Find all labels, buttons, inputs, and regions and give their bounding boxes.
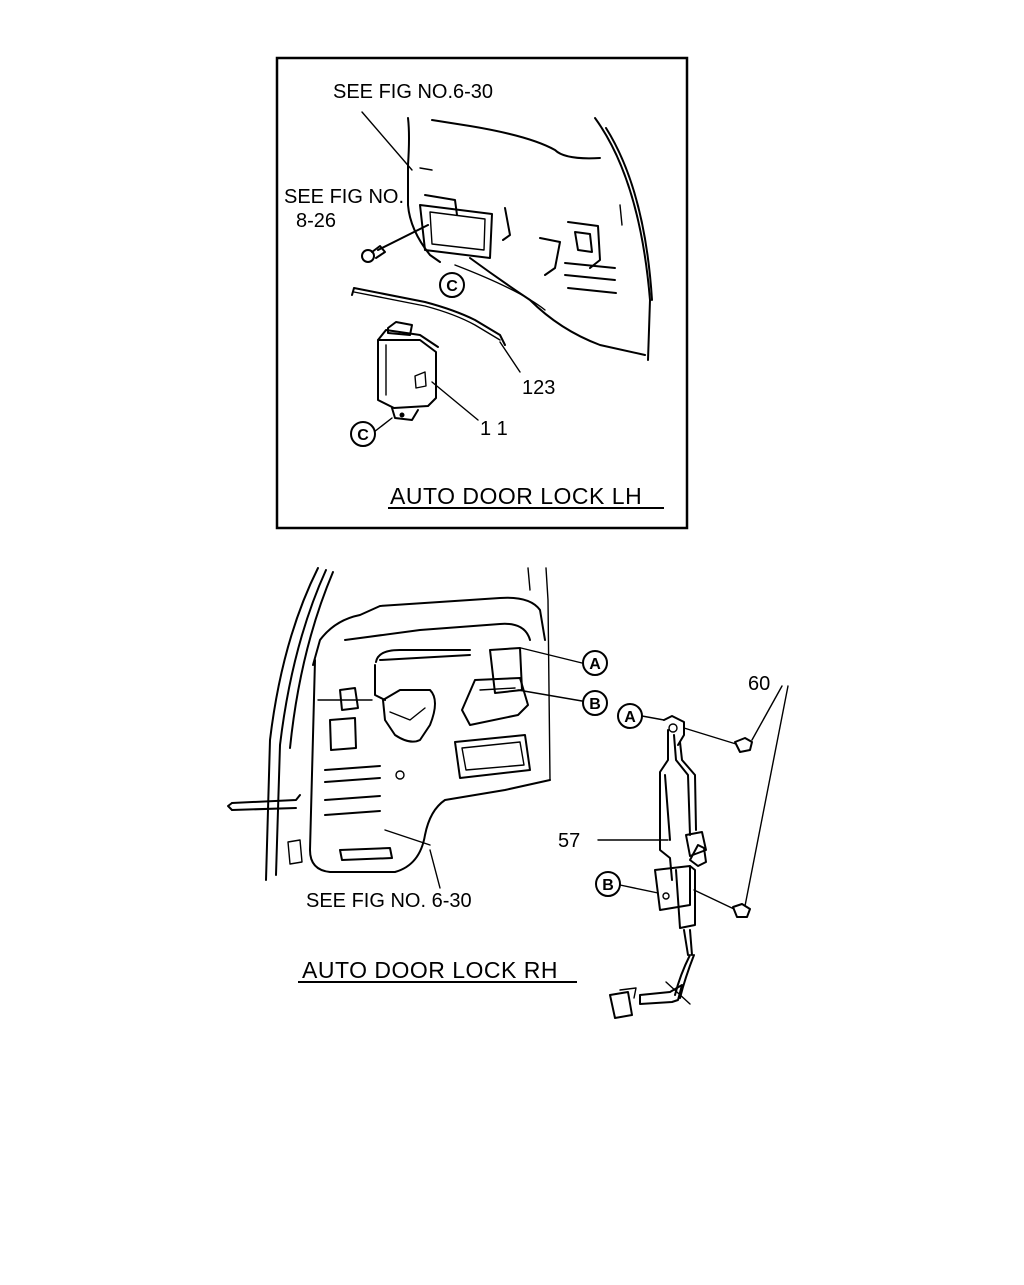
rh-section: A B [227, 567, 789, 1019]
rh-part-57-label: 57 [558, 830, 580, 852]
lh-rod-123 [351, 287, 506, 346]
lh-screw-icon [361, 224, 429, 263]
lh-title: AUTO DOOR LOCK LH [390, 483, 642, 509]
lh-panel: C C SEE FIG NO.6-30 SEE FIG NO. 8-26 123… [275, 56, 689, 530]
rh-title: AUTO DOOR LOCK RH [302, 957, 558, 983]
rh-lock-assembly-57 [609, 715, 707, 1019]
rh-screw-icon-lower [693, 889, 751, 918]
rh-callout-b-door: B [582, 690, 608, 716]
lh-door-panel-drawing [407, 117, 653, 361]
rh-part-60-label: 60 [748, 673, 770, 695]
rh-see-fig-6-30: SEE FIG NO. 6-30 [306, 890, 472, 912]
lh-see-fig-6-30: SEE FIG NO.6-30 [333, 81, 493, 103]
lh-part-123-label: 123 [522, 377, 555, 399]
rh-door-drawing [227, 567, 551, 881]
svg-text:A: A [589, 656, 601, 673]
svg-text:C: C [357, 427, 369, 444]
svg-text:B: B [589, 696, 601, 713]
rh-callout-a-door: A [582, 650, 608, 676]
svg-text:A: A [624, 709, 636, 726]
lh-part-11-label: 1 1 [480, 418, 508, 440]
lh-frame [275, 56, 689, 530]
lh-see-fig-8-26-line1: SEE FIG NO. [284, 186, 404, 208]
lh-see-fig-8-26-line2: 8-26 [296, 210, 336, 232]
rh-callout-b-assembly: B [595, 871, 621, 897]
lh-callout-c-upper: C [439, 272, 465, 298]
rh-screw-icon-upper [683, 727, 753, 753]
svg-text:C: C [446, 278, 458, 295]
rh-callout-a-assembly: A [617, 703, 643, 729]
svg-text:B: B [602, 877, 614, 894]
lh-callout-c-lower: C [350, 421, 376, 447]
lh-actuator-11 [377, 321, 439, 421]
